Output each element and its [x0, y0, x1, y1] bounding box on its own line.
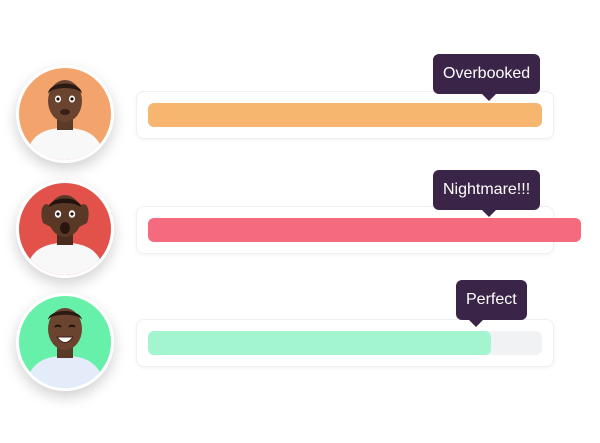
- workload-fill: [148, 218, 581, 242]
- workload-fill: [148, 331, 491, 355]
- workload-fill: [148, 103, 542, 127]
- surprised-person-avatar-image: [19, 68, 111, 160]
- happy-person-avatar-image: [19, 296, 111, 388]
- workload-row-overbooked: Overbooked: [0, 54, 600, 176]
- workload-card: [136, 319, 554, 367]
- workload-track: [148, 218, 581, 242]
- workload-row-perfect: Perfect: [0, 280, 600, 403]
- workload-track: [148, 103, 542, 127]
- shocked-person-avatar: [16, 180, 114, 278]
- status-tooltip-perfect: Perfect: [456, 280, 527, 327]
- surprised-person-avatar: [16, 65, 114, 163]
- shocked-person-avatar-image: [19, 183, 111, 275]
- status-tooltip-overbooked: Overbooked: [433, 54, 541, 101]
- workload-card: [136, 206, 581, 254]
- workload-row-nightmare: Nightmare!!!: [0, 170, 600, 290]
- workload-track: [148, 331, 542, 355]
- status-tooltip-nightmare: Nightmare!!!: [433, 170, 541, 217]
- happy-person-avatar: [16, 293, 114, 391]
